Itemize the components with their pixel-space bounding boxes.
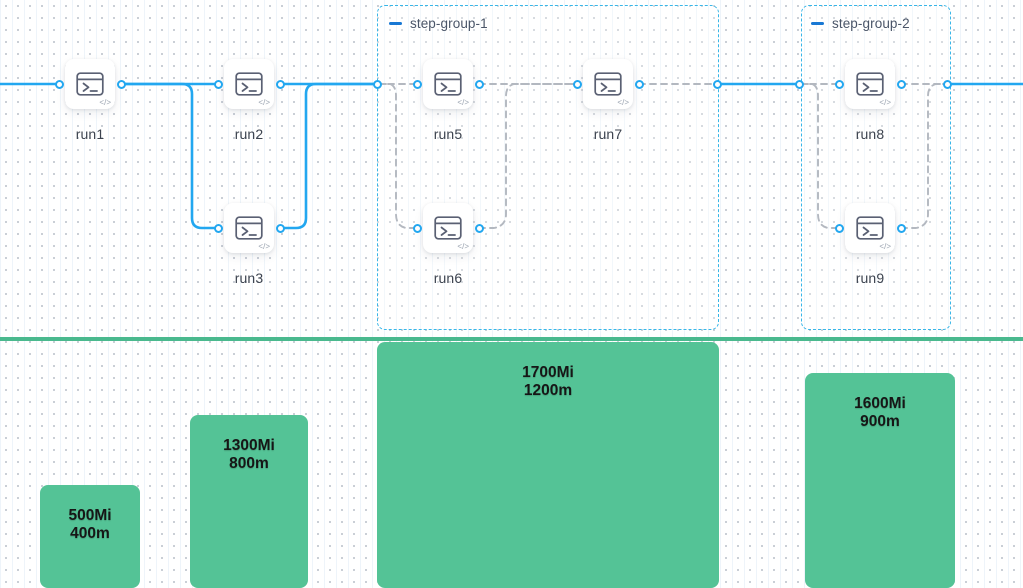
code-badge-icon: </>: [258, 98, 270, 107]
code-badge-icon: </>: [457, 98, 469, 107]
node-label-run1: run1: [75, 126, 105, 142]
usage-bar-run2-run3[interactable]: 1300Mi 800m: [190, 415, 308, 588]
usage-bar-label-step-group-2: 1600Mi 900m: [854, 395, 906, 430]
usage-divider: [0, 337, 1023, 341]
group-name-step-group-2: step-group-2: [832, 16, 910, 31]
port-run3-in[interactable]: [213, 223, 223, 233]
port-run3-out[interactable]: [275, 223, 285, 233]
port-run2-out[interactable]: [275, 79, 285, 89]
port-run8-in[interactable]: [834, 79, 844, 89]
node-card-run7[interactable]: </>: [583, 59, 633, 109]
node-card-run6[interactable]: </>: [423, 203, 473, 253]
usage-bar-label-run1: 500Mi 400m: [68, 507, 112, 542]
code-badge-icon: </>: [879, 242, 891, 251]
port-run1-out[interactable]: [116, 79, 126, 89]
port-run9-out[interactable]: [896, 223, 906, 233]
minus-icon[interactable]: [811, 22, 824, 25]
port-run2-in[interactable]: [213, 79, 223, 89]
port-run9-in[interactable]: [834, 223, 844, 233]
node-label-run5: run5: [433, 126, 463, 142]
port-run7-in[interactable]: [572, 79, 582, 89]
code-badge-icon: </>: [879, 98, 891, 107]
node-card-run1[interactable]: </>: [65, 59, 115, 109]
port-step-group-2-in[interactable]: [794, 79, 804, 89]
usage-bar-step-group-2[interactable]: 1600Mi 900m: [805, 373, 955, 588]
usage-bar-label-run2-run3: 1300Mi 800m: [223, 437, 275, 472]
node-card-run3[interactable]: </>: [224, 203, 274, 253]
port-run8-out[interactable]: [896, 79, 906, 89]
terminal-icon: [856, 72, 884, 96]
node-label-run6: run6: [433, 270, 463, 286]
port-run5-in[interactable]: [412, 79, 422, 89]
port-run5-out[interactable]: [474, 79, 484, 89]
port-run6-out[interactable]: [474, 223, 484, 233]
port-run7-out[interactable]: [634, 79, 644, 89]
group-label-step-group-2[interactable]: step-group-2: [811, 16, 910, 31]
usage-bar-step-group-1[interactable]: 1700Mi 1200m: [377, 342, 719, 588]
terminal-icon: [235, 72, 263, 96]
terminal-icon: [235, 216, 263, 240]
node-label-run3: run3: [234, 270, 264, 286]
node-label-run2: run2: [234, 126, 264, 142]
port-step-group-1-in[interactable]: [372, 79, 382, 89]
code-badge-icon: </>: [99, 98, 111, 107]
port-run1-in[interactable]: [54, 79, 64, 89]
port-step-group-2-out[interactable]: [942, 79, 952, 89]
usage-bar-run1[interactable]: 500Mi 400m: [40, 485, 140, 588]
node-label-run9: run9: [855, 270, 885, 286]
terminal-icon: [594, 72, 622, 96]
code-badge-icon: </>: [457, 242, 469, 251]
terminal-icon: [434, 72, 462, 96]
minus-icon[interactable]: [389, 22, 402, 25]
node-card-run2[interactable]: </>: [224, 59, 274, 109]
group-name-step-group-1: step-group-1: [410, 16, 488, 31]
code-badge-icon: </>: [617, 98, 629, 107]
node-label-run7: run7: [593, 126, 623, 142]
terminal-icon: [76, 72, 104, 96]
node-card-run8[interactable]: </>: [845, 59, 895, 109]
terminal-icon: [856, 216, 884, 240]
edge-run3-group1: [278, 82, 379, 230]
code-badge-icon: </>: [258, 242, 270, 251]
terminal-icon: [434, 216, 462, 240]
port-step-group-1-out[interactable]: [712, 79, 722, 89]
port-run6-in[interactable]: [412, 223, 422, 233]
edge-run1-run3: [119, 82, 220, 230]
node-card-run5[interactable]: </>: [423, 59, 473, 109]
group-label-step-group-1[interactable]: step-group-1: [389, 16, 488, 31]
node-label-run8: run8: [855, 126, 885, 142]
usage-bar-label-step-group-1: 1700Mi 1200m: [522, 364, 574, 399]
node-card-run9[interactable]: </>: [845, 203, 895, 253]
